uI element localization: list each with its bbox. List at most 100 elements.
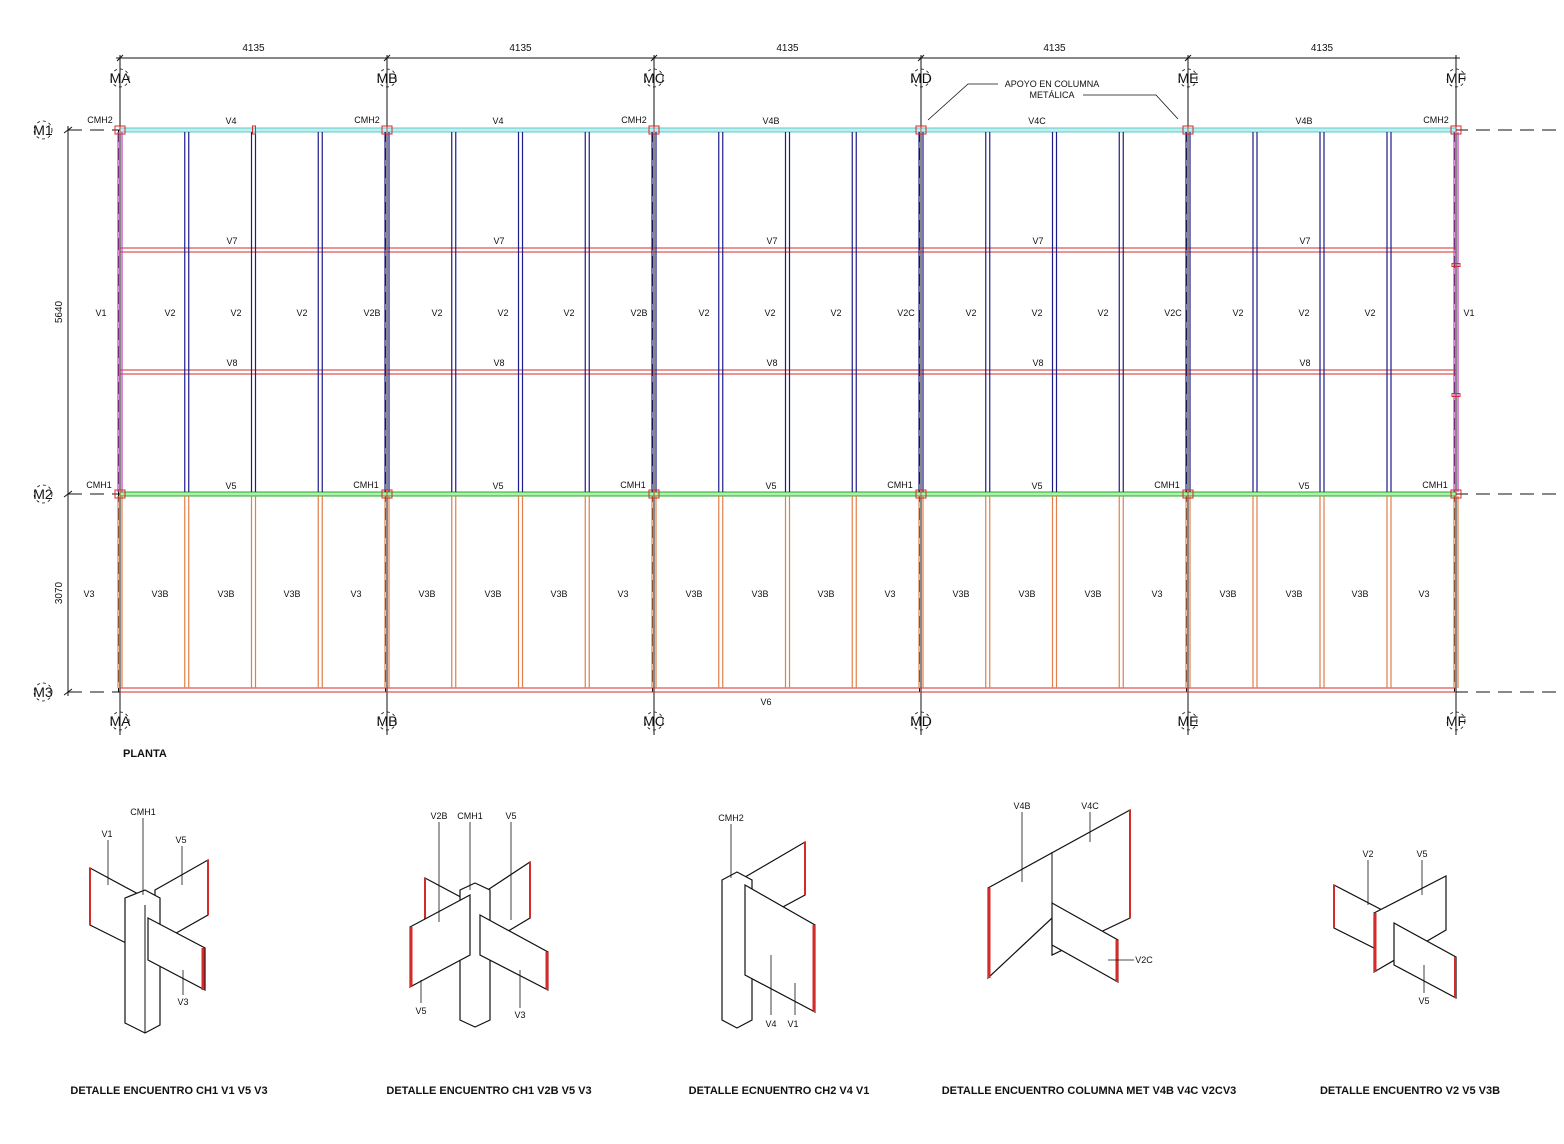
column-label-cmh2: CMH2 bbox=[354, 115, 380, 125]
dimension-tick bbox=[383, 54, 391, 62]
grid-row-label: M1 bbox=[33, 122, 53, 138]
joist-label-lower: V3B bbox=[1285, 589, 1302, 599]
detail-label: V5 bbox=[175, 835, 186, 845]
joist-label-upper: V2 bbox=[1097, 308, 1108, 318]
joist-label-lower: V3B bbox=[751, 589, 768, 599]
joist-label-lower: V3 bbox=[350, 589, 361, 599]
joist-label-lower: V3B bbox=[817, 589, 834, 599]
beam-label-v8: V8 bbox=[493, 358, 504, 368]
joist-label-lower: V3 bbox=[83, 589, 94, 599]
beam-top-edge-fill bbox=[120, 128, 1456, 132]
joist-label-upper: V2B bbox=[630, 308, 647, 318]
beam-label-v7: V7 bbox=[1299, 236, 1310, 246]
beam-label-v7: V7 bbox=[766, 236, 777, 246]
beam-label-v7: V7 bbox=[226, 236, 237, 246]
joist-label-lower: V3B bbox=[550, 589, 567, 599]
detail-label: V5 bbox=[1416, 849, 1427, 859]
grid-bubble bbox=[644, 68, 664, 88]
beam-label-v8: V8 bbox=[1032, 358, 1043, 368]
joist-label-lower: V3B bbox=[1219, 589, 1236, 599]
beam-label-top: V4 bbox=[492, 116, 503, 126]
grid-bubble bbox=[1178, 711, 1198, 731]
bay-dimension: 4135 bbox=[242, 43, 265, 54]
joist-label-upper: V2C bbox=[1164, 308, 1182, 318]
grid-bubble bbox=[110, 711, 130, 731]
grid-bubble bbox=[911, 711, 931, 731]
joist-label-upper: V2 bbox=[1298, 308, 1309, 318]
detail-caption: DETALLE ENCUENTRO CH1 V1 V5 V3 bbox=[70, 1085, 267, 1097]
beam-label-v5: V5 bbox=[1298, 481, 1309, 491]
grid-bubble bbox=[33, 120, 53, 140]
detail-label: V2C bbox=[1135, 955, 1153, 965]
column-label-cmh2: CMH2 bbox=[621, 115, 647, 125]
beam-label-top: V4B bbox=[1295, 116, 1312, 126]
grid-row-label: M3 bbox=[33, 684, 53, 700]
splice-mark bbox=[1451, 263, 1461, 267]
joist-label-lower: V3B bbox=[283, 589, 300, 599]
annotation-leader bbox=[1083, 94, 1179, 120]
joist-label-upper: V2 bbox=[764, 308, 775, 318]
joist-label-upper: V2B bbox=[363, 308, 380, 318]
joist-label-lower: V3B bbox=[484, 589, 501, 599]
column-label-cmh1: CMH1 bbox=[887, 480, 913, 490]
detail-views: DETALLE ENCUENTRO CH1 V1 V5 V3CMH1V1V5V3… bbox=[70, 801, 1500, 1097]
joist-label-upper: V2 bbox=[164, 308, 175, 318]
beam-mid-v5-fill bbox=[120, 492, 1456, 496]
detail-label: CMH1 bbox=[457, 811, 483, 821]
detail-label: V1 bbox=[101, 829, 112, 839]
dimension-tick bbox=[116, 54, 124, 62]
column-label-cmh2: CMH2 bbox=[1423, 115, 1449, 125]
detail-caption: DETALLE ECNUENTRO CH2 V4 V1 bbox=[689, 1085, 870, 1097]
grid-column-label-bottom: ME bbox=[1178, 713, 1199, 729]
beam-label-v5: V5 bbox=[492, 481, 503, 491]
joist-label-upper: V2 bbox=[698, 308, 709, 318]
beam-label-v7: V7 bbox=[493, 236, 504, 246]
beam-label-v5: V5 bbox=[765, 481, 776, 491]
splice-mark bbox=[252, 125, 256, 135]
joist-label-lower: V3B bbox=[217, 589, 234, 599]
detail-label: V2B bbox=[430, 811, 447, 821]
joist-label-upper: V2 bbox=[1031, 308, 1042, 318]
detail-label: V2 bbox=[1362, 849, 1373, 859]
beam-label-v8: V8 bbox=[226, 358, 237, 368]
column-label-cmh1: CMH1 bbox=[86, 480, 112, 490]
joist-label-lower: V3B bbox=[952, 589, 969, 599]
joist-label-upper: V2 bbox=[1364, 308, 1375, 318]
joist-label-lower: V3 bbox=[1418, 589, 1429, 599]
detail-label: CMH2 bbox=[718, 813, 744, 823]
grid-column-label-top: MB bbox=[377, 70, 398, 86]
detail-caption: DETALLE ENCUENTRO COLUMNA MET V4B V4C V2… bbox=[942, 1085, 1237, 1097]
beam-label-v8: V8 bbox=[1299, 358, 1310, 368]
grid-column-label-top: ME bbox=[1178, 70, 1199, 86]
joist-label-lower: V3B bbox=[1084, 589, 1101, 599]
bay-dimension: 4135 bbox=[1043, 43, 1066, 54]
detail-label: V5 bbox=[505, 811, 516, 821]
joist-label-lower: V3B bbox=[1351, 589, 1368, 599]
detail-label: V4 bbox=[765, 1019, 776, 1029]
beam-label-v6: V6 bbox=[760, 697, 771, 707]
joist-label-lower: V3 bbox=[1151, 589, 1162, 599]
joist-label-upper: V2 bbox=[431, 308, 442, 318]
beam-label-top: V4 bbox=[225, 116, 236, 126]
grid-bubble bbox=[644, 711, 664, 731]
grid-column-label-bottom: MC bbox=[643, 713, 665, 729]
column-label-cmh1: CMH1 bbox=[1154, 480, 1180, 490]
detail-label: V5 bbox=[1418, 996, 1429, 1006]
bay-dimension: 4135 bbox=[509, 43, 532, 54]
splice-mark bbox=[1451, 393, 1461, 397]
joist-label-lower: V3B bbox=[151, 589, 168, 599]
grid-bubble bbox=[377, 68, 397, 88]
grid-bubble bbox=[1446, 711, 1466, 731]
dimension-tick bbox=[63, 490, 73, 498]
joist-label-upper: V2C bbox=[897, 308, 915, 318]
detail-label: V3 bbox=[514, 1010, 525, 1020]
plan-title: PLANTA bbox=[123, 748, 167, 760]
joist-label-upper: V2 bbox=[965, 308, 976, 318]
beam-label-top: V4B bbox=[762, 116, 779, 126]
bay-dimension: 4135 bbox=[1311, 43, 1334, 54]
grid-column-label-bottom: MB bbox=[377, 713, 398, 729]
